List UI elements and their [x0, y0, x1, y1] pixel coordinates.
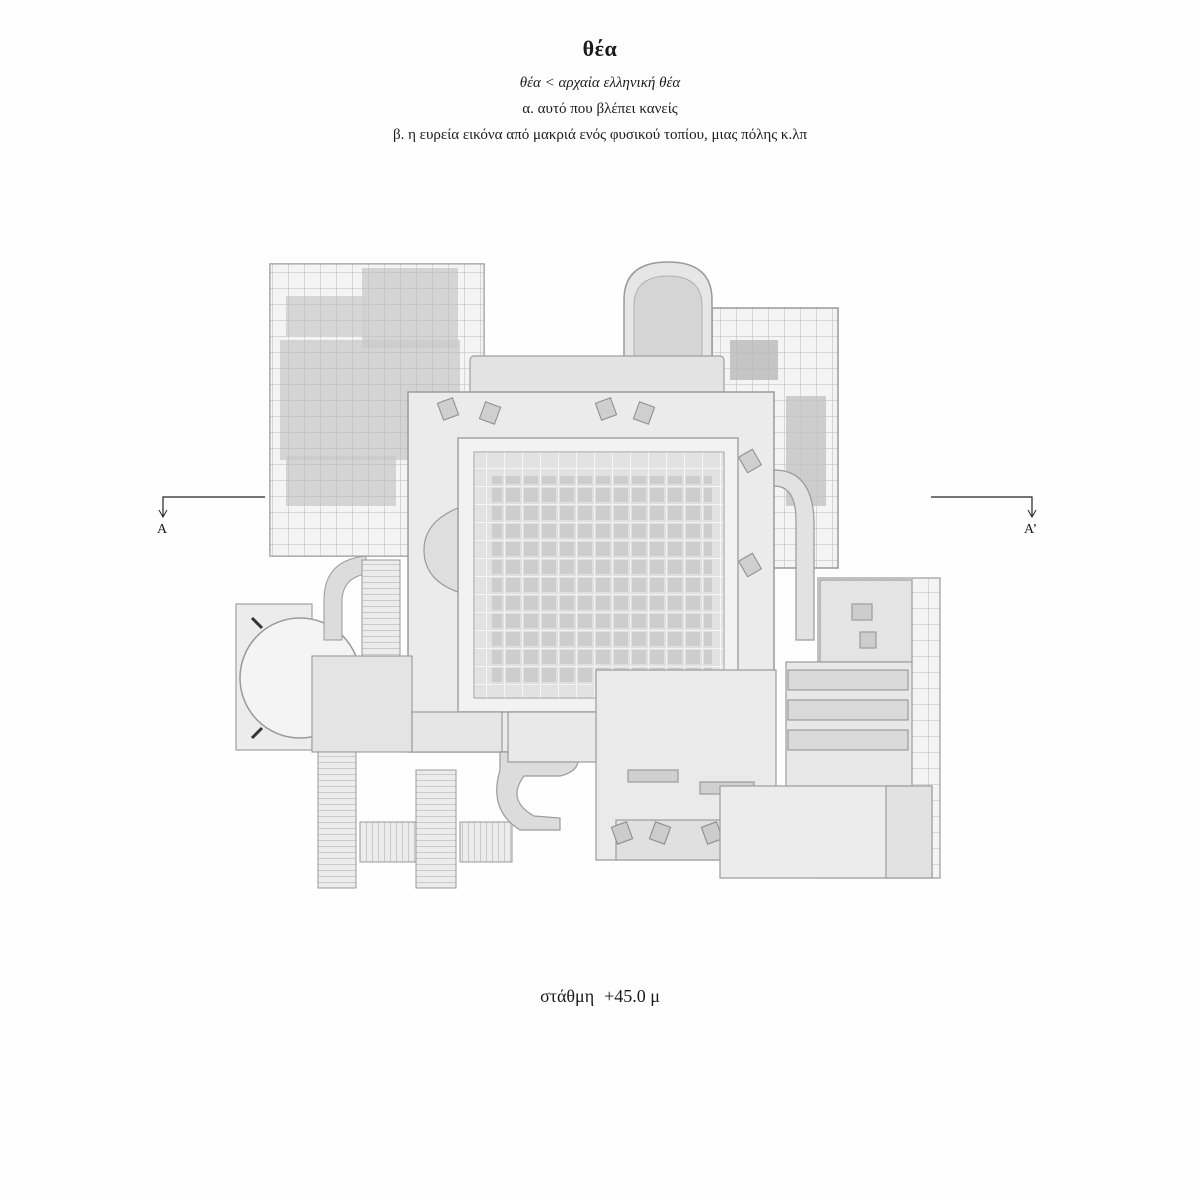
floor-plan	[235, 261, 941, 889]
top-wing	[469, 355, 725, 397]
section-marker-right	[931, 496, 1037, 519]
curved-bay	[423, 507, 459, 593]
left-wing	[311, 655, 413, 753]
section-marker-left	[158, 496, 265, 519]
section-label-left: A	[157, 522, 168, 537]
right-ramp	[773, 469, 815, 641]
definition-b: β. η ευρεία εικόνα από μακριά ενός φυσικ…	[392, 127, 808, 143]
level-annotation: στάθμη +45.0 μ	[0, 986, 1200, 1007]
left-curved-ramp	[323, 555, 367, 641]
level-value: +45.0 μ	[604, 986, 660, 1006]
definition-a: α. αυτό που βλέπει κανείς	[522, 101, 678, 117]
right-lower-complex	[719, 577, 941, 879]
etymology-line: θέα < αρχαία ελληνική θέα	[519, 75, 681, 91]
courtyard	[457, 437, 739, 713]
level-label: στάθμη	[540, 986, 595, 1006]
slab-seating	[436, 397, 763, 578]
header: θέα θέα < αρχαία ελληνική θέα α. αυτό πο…	[0, 34, 1200, 148]
drawing-title: θέα	[582, 36, 618, 61]
section-label-right: A’	[1024, 522, 1038, 537]
